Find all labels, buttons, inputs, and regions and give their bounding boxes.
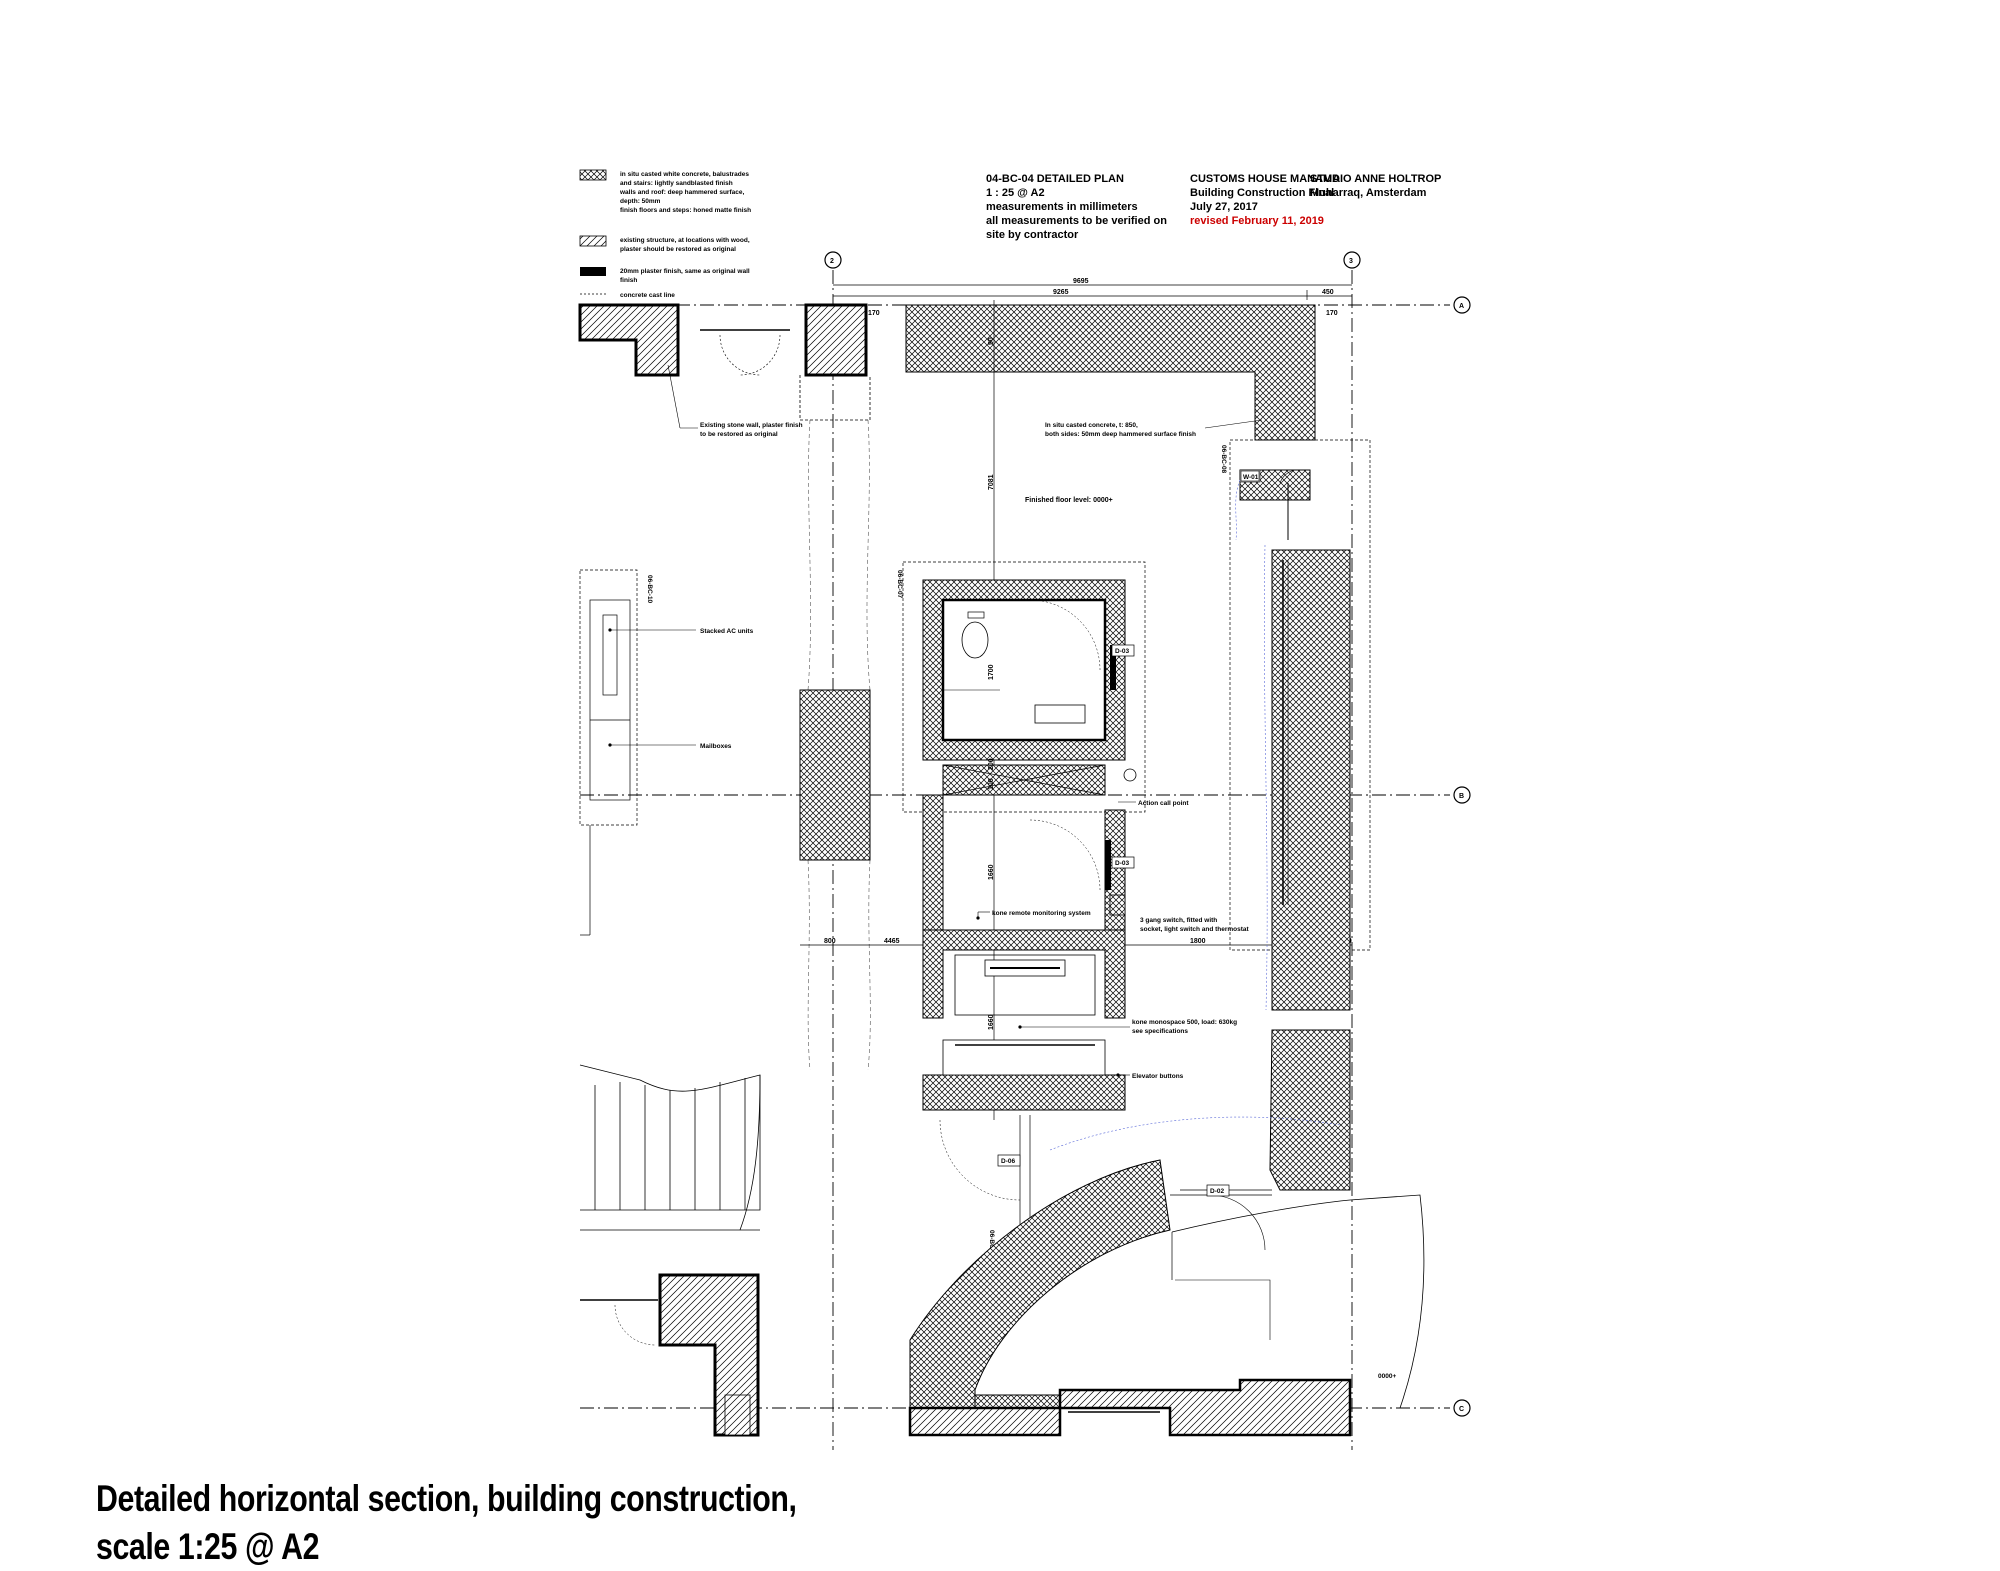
legend-castline-text: concrete cast line bbox=[620, 292, 675, 299]
stair-area bbox=[579, 1064, 761, 1231]
dim-vert-a: 50 bbox=[988, 337, 995, 345]
project-phase: Building Construction Final bbox=[1190, 187, 1334, 199]
svg-text:D-03: D-03 bbox=[1115, 648, 1129, 655]
dim-vert-b: 7081 bbox=[988, 474, 995, 490]
revision-date: revised February 11, 2019 bbox=[1190, 215, 1324, 227]
section-tag-right: 06-BC-08 bbox=[1220, 445, 1227, 474]
grid-marker-c bbox=[1453, 1399, 1471, 1417]
call-point-icon bbox=[1123, 768, 1137, 782]
note-verify: all measurements to be verified on bbox=[986, 215, 1167, 227]
note-concrete-wall: In situ casted concrete, t: 850, both si… bbox=[1045, 422, 1196, 438]
dim-top-right: 450 bbox=[1322, 289, 1334, 296]
figure-caption: Detailed horizontal section, building co… bbox=[96, 1475, 1080, 1571]
grid-marker-a bbox=[1453, 296, 1471, 314]
washbasin-icon bbox=[1034, 704, 1086, 724]
dim-vert-lift: 1660 bbox=[988, 864, 995, 880]
lift-lobby bbox=[922, 794, 1126, 931]
grid-label-3: 3 bbox=[1349, 258, 1353, 265]
svg-text:D-02: D-02 bbox=[1210, 1188, 1224, 1195]
toilet-core bbox=[902, 561, 1146, 813]
section-tag-toilet: 06-BC-07 bbox=[896, 570, 903, 599]
svg-text:W-01: W-01 bbox=[1243, 474, 1259, 481]
dim-vert-c: 200 bbox=[988, 758, 995, 770]
legend-existing-text: existing structure, at locations with wo… bbox=[620, 237, 751, 253]
grid-label-b: B bbox=[1459, 793, 1464, 800]
drawing-scale: 1 : 25 @ A2 bbox=[986, 187, 1045, 199]
concrete-wall-l bbox=[905, 304, 1316, 441]
note-monitoring: kone remote monitoring system bbox=[992, 910, 1091, 917]
note-elevator-buttons: Elevator buttons bbox=[1132, 1073, 1184, 1080]
note-floor-level: Finished floor level: 0000+ bbox=[1025, 497, 1113, 504]
door-tag-d03b: D-03 bbox=[1111, 856, 1135, 869]
drawing-code: 04-BC-04 DETAILED PLAN bbox=[986, 173, 1124, 185]
left-column-outline bbox=[807, 419, 871, 1071]
svg-text:D-06: D-06 bbox=[1001, 1158, 1015, 1165]
lift-shaft bbox=[922, 929, 1126, 1111]
legend-swatch-plaster bbox=[580, 267, 606, 276]
caption-line-1: Detailed horizontal section, building co… bbox=[96, 1478, 797, 1519]
note-floor-level-c: 0000+ bbox=[1378, 1373, 1396, 1380]
dim-top-total: 9695 bbox=[1073, 278, 1089, 285]
dim-vert-d: 100 bbox=[988, 778, 995, 790]
ac-mailbox-unit bbox=[579, 569, 638, 936]
dim-offset-right: 170 bbox=[1326, 310, 1338, 317]
grid-label-2: 2 bbox=[830, 258, 834, 265]
svg-text:D-03: D-03 bbox=[1115, 860, 1129, 867]
right-column bbox=[1229, 439, 1371, 1011]
existing-wall-top-left bbox=[578, 303, 871, 421]
dim-top-main: 9265 bbox=[1053, 289, 1069, 296]
note-stone-wall: Existing stone wall, plaster finish to b… bbox=[700, 422, 804, 438]
studio-name: STUDIO ANNE HOLTROP bbox=[1310, 173, 1441, 185]
project-name: CUSTOMS HOUSE MANAMA bbox=[1190, 173, 1340, 185]
note-contractor: site by contractor bbox=[986, 229, 1079, 241]
dim-row-800: 800 bbox=[824, 938, 836, 945]
dim-vert-shaft: 1660 bbox=[988, 1014, 995, 1030]
door-tag-d03a: D-03 bbox=[1111, 644, 1135, 657]
note-call-point: Action call point bbox=[1138, 800, 1189, 807]
top-dimensions bbox=[833, 284, 1352, 300]
dim-vert-toilet: 1700 bbox=[988, 664, 995, 680]
existing-wall-bottom-left bbox=[580, 1273, 760, 1437]
legend-plaster-text: 20mm plaster finish, same as original wa… bbox=[620, 268, 752, 284]
caption-line-2: scale 1:25 @ A2 bbox=[96, 1526, 320, 1567]
dim-offset-left: 170 bbox=[868, 310, 880, 317]
note-ac-units: Stacked AC units bbox=[700, 628, 754, 635]
grid-label-c: C bbox=[1459, 1406, 1464, 1413]
grid-marker-b bbox=[1453, 786, 1471, 804]
dim-row-1800: 1800 bbox=[1190, 938, 1206, 945]
door-tag-d02: D-02 bbox=[1206, 1184, 1230, 1197]
grid-markers: 2 3 A B C bbox=[824, 251, 1471, 1417]
curved-wall bbox=[908, 1029, 1425, 1437]
dim-row-4465: 4465 bbox=[884, 938, 900, 945]
legend: in situ casted white concrete, balustrad… bbox=[579, 169, 752, 299]
section-tag-bottom: 06-BC-08 bbox=[988, 1230, 995, 1259]
legend-swatch-concrete bbox=[579, 169, 607, 181]
title-block: 04-BC-04 DETAILED PLAN 1 : 25 @ A2 measu… bbox=[986, 173, 1441, 241]
note-lift: kone monospace 500, load: 630kg see spec… bbox=[1132, 1019, 1239, 1035]
note-millimeters: measurements in millimeters bbox=[986, 201, 1138, 213]
grid-label-a: A bbox=[1459, 303, 1464, 310]
legend-concrete-text: in situ casted white concrete, balustrad… bbox=[619, 171, 751, 214]
grid-marker-2 bbox=[824, 251, 842, 269]
section-tag-ac: 06-BC-10 bbox=[646, 575, 653, 604]
note-switch: 3 gang switch, fitted with socket, light… bbox=[1140, 917, 1250, 933]
window-tag-w01: W-01 bbox=[1240, 470, 1260, 482]
toilet-bowl-icon bbox=[961, 621, 989, 659]
existing-column-left bbox=[799, 689, 871, 861]
note-mailboxes: Mailboxes bbox=[700, 743, 732, 750]
legend-swatch-existing bbox=[579, 235, 607, 247]
door-d06: D-06 bbox=[939, 1115, 1031, 1230]
grid-marker-3 bbox=[1343, 251, 1361, 269]
project-date: July 27, 2017 bbox=[1190, 201, 1258, 213]
studio-location: Muharraq, Amsterdam bbox=[1310, 187, 1427, 199]
